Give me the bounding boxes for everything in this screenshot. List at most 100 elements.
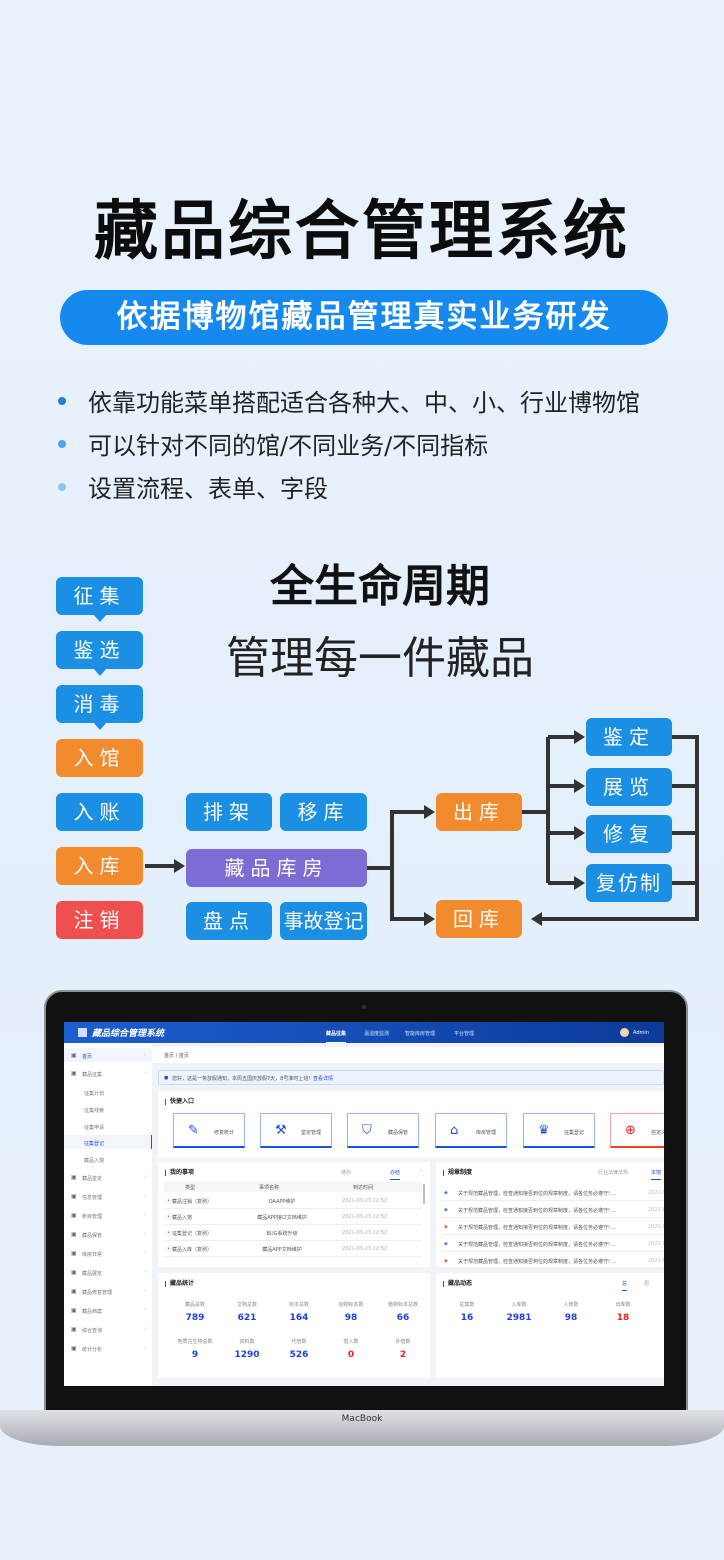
- rule-dot-icon: ◆: [444, 1224, 448, 1230]
- sidebar-item[interactable]: 账目管理: [82, 1214, 103, 1220]
- sidebar-item[interactable]: 藏品档案: [82, 1309, 103, 1315]
- rule-date: 2021-03: [648, 1207, 664, 1213]
- flow-step: 入库: [56, 847, 143, 885]
- sidebar-menu-icon: ▣: [71, 1345, 77, 1352]
- nav-item[interactable]: 温湿度监测: [364, 1031, 390, 1037]
- task-name[interactable]: 藏品APP接口文档维护: [257, 1215, 307, 1221]
- sidebar-item[interactable]: 藏品修复管理: [82, 1290, 113, 1296]
- sidebar-item[interactable]: 征集线索: [84, 1108, 105, 1114]
- lifecycle-subtitle: 管理每一件藏品: [226, 633, 534, 684]
- logo-icon: [78, 1028, 87, 1037]
- bullet-dot-icon: [58, 439, 66, 448]
- sidebar-item[interactable]: 统计分析: [82, 1347, 103, 1353]
- notice-link[interactable]: 查看详情: [313, 1076, 334, 1082]
- quick-entry-tile[interactable]: ⚒鉴定管理: [260, 1113, 332, 1148]
- tab-local[interactable]: 本馆: [651, 1169, 662, 1180]
- sidebar-menu-icon: ▣: [71, 1307, 77, 1314]
- sidebar: ▣›首页▣›藏品征集征集计划征集线索征集申请征集登记藏品入馆▣›藏品鉴定▣›信息…: [64, 1043, 152, 1386]
- sidebar-item[interactable]: 征集登记: [84, 1141, 105, 1147]
- quick-entry-tile[interactable]: ♛征集登记: [523, 1113, 595, 1148]
- scrollbar[interactable]: [423, 1184, 425, 1204]
- rule-date: 2021-03: [648, 1190, 664, 1196]
- stat-value: 18: [616, 1313, 630, 1323]
- task-type[interactable]: 藏品入库（复熟）: [172, 1247, 213, 1253]
- flow-step: 入馆: [56, 739, 143, 777]
- sidebar-item[interactable]: 首页: [82, 1054, 93, 1060]
- nav-item[interactable]: 藏品征集: [326, 1030, 347, 1043]
- stat-value: 98: [564, 1313, 578, 1323]
- sidebar-item[interactable]: 藏品征集: [82, 1072, 103, 1078]
- tab-industry-law[interactable]: 行业法律法规: [598, 1170, 629, 1176]
- task-type[interactable]: 藏品入馆: [172, 1215, 193, 1221]
- flow-step: 移库: [280, 793, 367, 831]
- stat-value: 2981: [506, 1313, 532, 1323]
- sidebar-item[interactable]: 藏品保管: [82, 1233, 103, 1239]
- sidebar-item[interactable]: 藏品展览: [82, 1271, 103, 1277]
- sidebar-menu-icon: ▣: [71, 1070, 77, 1077]
- chevron-right-icon[interactable]: ›: [420, 1168, 422, 1174]
- status-dot-icon: •: [167, 1230, 170, 1236]
- nav-item[interactable]: 智能库房管理: [405, 1031, 436, 1037]
- row-divider: [164, 1208, 422, 1209]
- tab-done[interactable]: 办结: [390, 1169, 401, 1180]
- sidebar-item[interactable]: 综合查询: [82, 1328, 103, 1334]
- tab-total[interactable]: 总: [622, 1280, 628, 1291]
- quick-entry-tile[interactable]: ⌂库房管理: [435, 1113, 507, 1148]
- bullet-text: 依靠功能菜单搭配适合各种大、中、小、行业博物馆: [88, 389, 640, 417]
- stat-label: 入库数: [511, 1302, 527, 1308]
- rule-link[interactable]: 关于规范藏品管理，检查通知接否到位的规章制度，请各位务必遵守! ...: [458, 1225, 617, 1231]
- task-name[interactable]: BUG系统升级: [266, 1231, 298, 1237]
- task-type[interactable]: 征集登记（复熟）: [172, 1231, 213, 1237]
- quick-entry-icon: ✎: [188, 1123, 199, 1138]
- stat-label: 地质古生物总数: [177, 1339, 213, 1345]
- sidebar-item[interactable]: 藏品鉴定: [82, 1176, 103, 1182]
- flow-step: 回库: [436, 900, 522, 938]
- sidebar-item[interactable]: 征集计划: [84, 1091, 105, 1097]
- quick-entry-tile[interactable]: ⊕自定义: [610, 1113, 664, 1148]
- stat-label: 代管数: [291, 1339, 307, 1345]
- chevron-right-icon: ›: [144, 1250, 146, 1256]
- row-divider: [442, 1200, 664, 1201]
- sidebar-item[interactable]: 藏品入馆: [84, 1158, 105, 1164]
- tab-week[interactable]: 周: [644, 1281, 650, 1287]
- rule-link[interactable]: 关于规范藏品管理，检查通知接否到位的规章制度，请各位务必遵守! ...: [458, 1191, 617, 1197]
- flow-step: 复仿制: [586, 864, 672, 902]
- task-name[interactable]: OAAPP维护: [268, 1199, 296, 1205]
- row-divider: [442, 1251, 664, 1252]
- quick-entry-label: 自定义: [651, 1130, 664, 1136]
- quick-entry-icon: ⛉: [362, 1123, 372, 1138]
- sidebar-menu-icon: ▣: [71, 1231, 77, 1238]
- subtitle-banner: 依据博物馆藏品管理真实业务研发: [60, 290, 668, 345]
- flow-step: 入账: [56, 793, 143, 831]
- sidebar-item[interactable]: 信息管理: [82, 1195, 103, 1201]
- stat-label: 文物总数: [236, 1302, 257, 1308]
- task-time: 2021-03-23 12:52: [342, 1230, 388, 1236]
- rule-date: 2021-03: [648, 1258, 664, 1264]
- rule-dot-icon: ◆: [444, 1241, 448, 1247]
- stat-value: 2: [399, 1350, 407, 1360]
- avatar[interactable]: [620, 1028, 629, 1037]
- bullet-item: 可以针对不同的馆/不同业务/不同指标: [58, 426, 488, 461]
- task-time: 2021-03-23 12:52: [342, 1246, 388, 1252]
- sidebar-item[interactable]: 征集申请: [84, 1125, 105, 1131]
- stat-value: 789: [185, 1313, 205, 1323]
- quick-entry-label: 修复统计: [214, 1130, 235, 1136]
- tab-pending[interactable]: 待办: [341, 1170, 352, 1176]
- rule-link[interactable]: 关于规范藏品管理，检查通知接否到位的规章制度，请各位务必遵守! ...: [458, 1242, 617, 1248]
- chevron-right-icon: ›: [144, 1193, 146, 1199]
- flow-step: 盘点: [186, 902, 272, 940]
- rule-link[interactable]: 关于规范藏品管理，检查通知接否到位的规章制度，请各位务必遵守! ...: [458, 1208, 617, 1214]
- user-name[interactable]: Admin: [633, 1030, 649, 1036]
- task-time: 2021-03-23 12:52: [342, 1214, 388, 1220]
- sidebar-item[interactable]: 库房日常: [82, 1252, 103, 1258]
- quick-entry-card: 快捷入口 ✎修复统计⚒鉴定管理⛉藏品保管⌂库房管理♛征集登记⊕自定义: [158, 1091, 664, 1158]
- sidebar-menu-icon: ▣: [71, 1212, 77, 1219]
- task-type[interactable]: 藏品注销（复熟）: [172, 1199, 213, 1205]
- rule-link[interactable]: 关于规范藏品管理，检查通知接否到位的规章制度，请各位务必遵守! ...: [458, 1259, 617, 1265]
- quick-entry-tile[interactable]: ✎ 修复统计: [173, 1113, 245, 1148]
- nav-item[interactable]: 平台管理: [454, 1031, 475, 1037]
- task-name[interactable]: 藏品APP文档维护: [262, 1247, 302, 1253]
- flow-step: 修复: [586, 815, 672, 853]
- quick-entry-tile[interactable]: ⛉藏品保管: [347, 1113, 419, 1148]
